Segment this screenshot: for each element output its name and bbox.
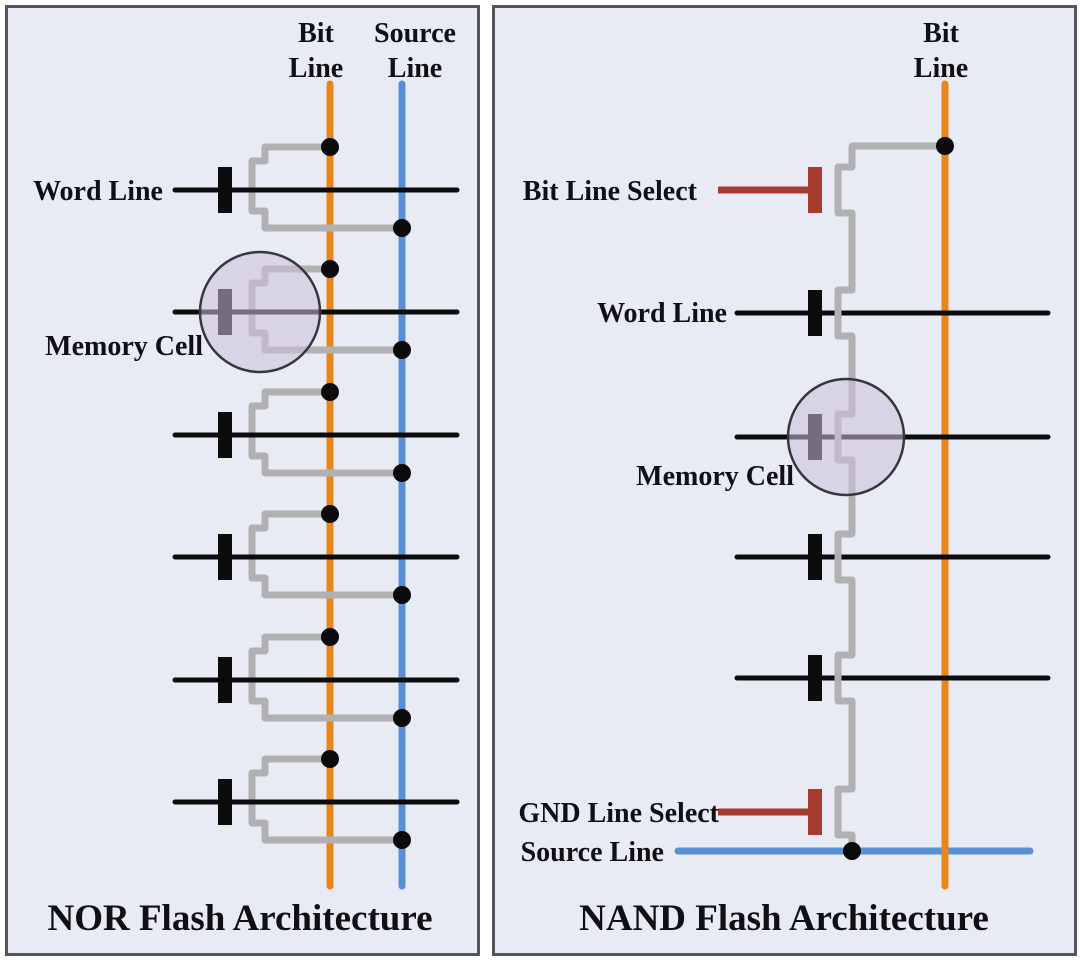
nand-word-line-label: Word Line	[597, 298, 727, 329]
nand-panel-frame	[492, 5, 1077, 956]
nor-source-line-label-line2: Line	[388, 53, 442, 84]
nand-bit-line-label-line2: Line	[914, 53, 968, 84]
nor-memory-cell-circle	[198, 250, 322, 374]
nor-source-line-label-line1: Source	[374, 18, 456, 49]
nand-panel: Bit Line Bit Line Select Word Line Memor…	[492, 5, 1077, 956]
nand-bit-line-label-line1: Bit	[923, 18, 959, 49]
nor-bit-line-label-line1: Bit	[298, 18, 334, 49]
nand-memory-cell-label: Memory Cell	[636, 461, 794, 492]
gnd-line-select-label: GND Line Select	[518, 798, 719, 829]
nand-memory-cell-circle	[786, 377, 906, 497]
nand-gate-bar-3	[808, 534, 822, 580]
nor-panel-frame	[5, 5, 480, 956]
bit-line-select-gate-bar	[808, 167, 822, 213]
nand-gate-bar-1	[808, 290, 822, 336]
junction-dot	[936, 137, 954, 155]
nor-panel-title: NOR Flash Architecture	[47, 898, 432, 939]
nand-gate-bar-4	[808, 655, 822, 701]
nand-source-line-label: Source Line	[521, 837, 664, 868]
nor-bit-line-label-line2: Line	[289, 53, 343, 84]
junction-dot	[843, 842, 861, 860]
bit-line-select-label: Bit Line Select	[523, 176, 698, 207]
gnd-line-select-gate-bar	[808, 789, 822, 835]
nor-panel: Bit Line Source Line Word Line Memory Ce…	[5, 5, 480, 956]
nor-memory-cell-label: Memory Cell	[45, 331, 203, 362]
nor-word-line-label: Word Line	[33, 176, 163, 207]
nand-panel-title: NAND Flash Architecture	[579, 898, 989, 939]
